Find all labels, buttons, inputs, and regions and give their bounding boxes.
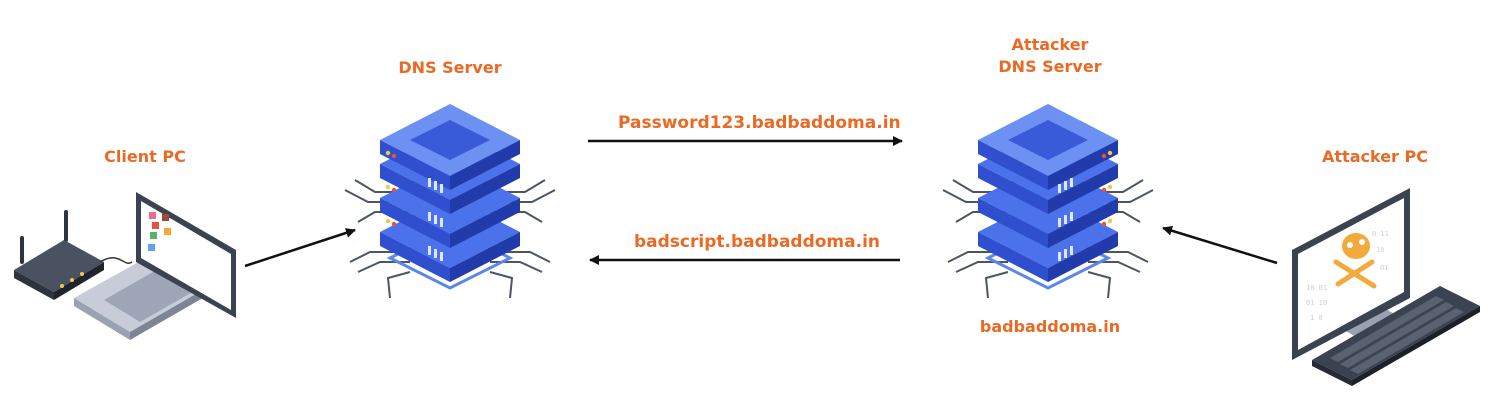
attacker-dns-server-icon xyxy=(942,104,1154,299)
svg-text:0 11: 0 11 xyxy=(1372,230,1389,238)
attacker-pc-icon: 10 01 01 10 1 0 0 11 10 01 xyxy=(1292,188,1480,386)
attacker-dns-server-label: Attacker DNS Server xyxy=(970,34,1130,78)
attacker-dns-server-label-line1: Attacker xyxy=(1011,35,1089,54)
client-pc-label: Client PC xyxy=(104,147,186,166)
svg-text:01 10: 01 10 xyxy=(1306,299,1327,307)
svg-text:01: 01 xyxy=(1380,264,1388,272)
dns-server-label: DNS Server xyxy=(398,58,502,77)
attacker-pc-to-dns-arrow xyxy=(1162,225,1278,265)
svg-text:10 01: 10 01 xyxy=(1306,284,1327,292)
attacker-dns-server-label-line2: DNS Server xyxy=(998,57,1102,76)
attacker-pc-label: Attacker PC xyxy=(1322,147,1428,166)
router-icon xyxy=(14,210,133,300)
client-to-dns-arrow xyxy=(244,228,356,268)
dns-server-icon xyxy=(344,104,556,299)
svg-text:1 0: 1 0 xyxy=(1310,314,1323,322)
laptop-icon xyxy=(74,192,236,340)
svg-text:10: 10 xyxy=(1376,246,1384,254)
attacker-domain-label: badbaddoma.in xyxy=(979,317,1121,336)
skull-crossbones-icon xyxy=(1333,233,1377,289)
inbound-response-label: badscript.badbaddoma.in xyxy=(634,232,881,252)
outbound-query-label: Password123.badbaddoma.in xyxy=(618,113,901,133)
